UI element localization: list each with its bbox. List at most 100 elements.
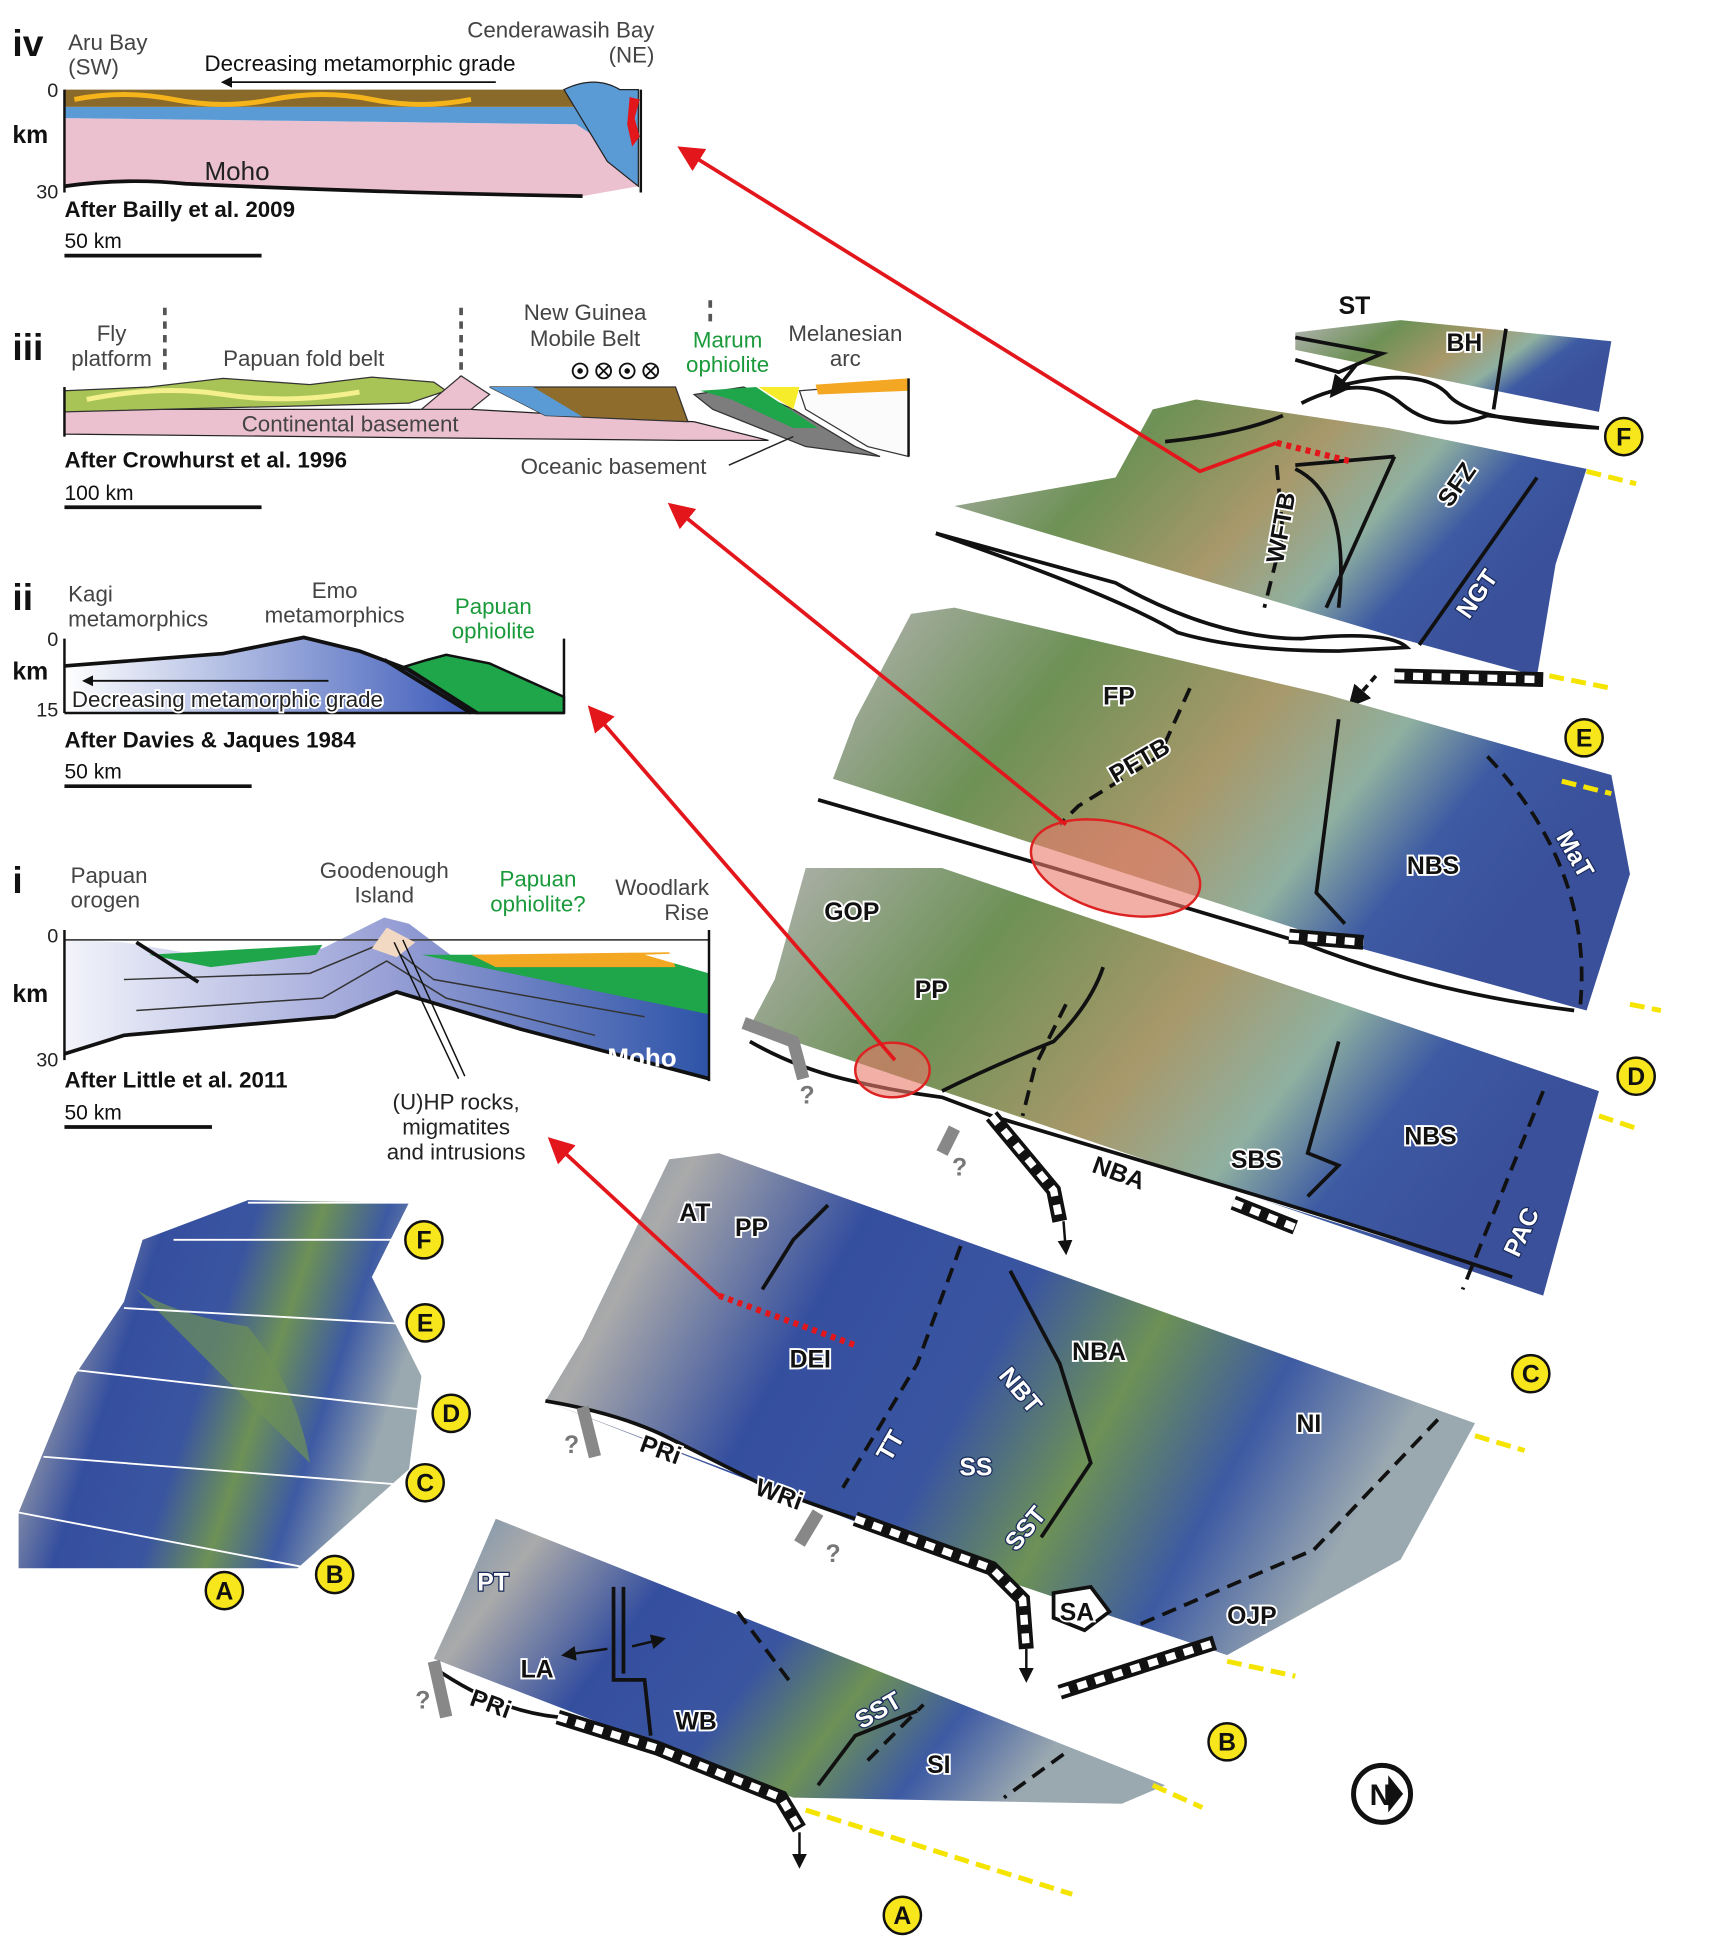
label-BH: BH (1447, 330, 1483, 357)
label-AT: AT (679, 1200, 710, 1227)
label-ST: ST (1339, 293, 1371, 320)
label-question: ? (415, 1687, 430, 1714)
subduction-teeth (556, 1713, 803, 1831)
basal-thrust (383, 658, 472, 715)
label-marum: Marum (693, 327, 762, 352)
metamorphic-body (64, 637, 478, 714)
subduction-teeth (1288, 932, 1364, 947)
label-arc: arc (830, 346, 861, 371)
label-goodenough: Goodenough (320, 858, 449, 883)
wftb-front (1262, 464, 1285, 609)
pftb-front (1058, 687, 1192, 826)
plate-boundary-lower (935, 531, 1412, 653)
section-numeral: iii (12, 326, 43, 368)
label-kagi: Kagi (68, 581, 113, 606)
north-label: N (1370, 1779, 1391, 1812)
badge-text: D (442, 1401, 460, 1428)
depth-30: 30 (36, 182, 58, 204)
badge-text: C (1522, 1361, 1540, 1388)
map-terrain (749, 867, 1599, 1296)
inset-badge-D: D (431, 1393, 472, 1434)
moho-label: Moho (205, 156, 270, 186)
subduction-teeth (1394, 672, 1544, 684)
thrust-fault (1164, 413, 1284, 444)
inset-badge-B: B (314, 1554, 355, 1595)
plate-boundary-lower (748, 1039, 1513, 1279)
profile-extension (1226, 1433, 1526, 1679)
map-strip-A: PT LA PRi WB SST SI ? (413, 1518, 1204, 1897)
label-uhp-rocks: (U)HP rocks, (393, 1090, 520, 1115)
map-strip-C: AT PP DEI NBA NBT NI TT SS SST PRi WRi S… (545, 1153, 1526, 1700)
strike-slip-fault (1314, 719, 1347, 926)
intrusion (627, 97, 640, 147)
label-papuan: Papuan (500, 867, 577, 892)
thrust-fault (941, 966, 1105, 1093)
label-ophiolite: ophiolite (686, 352, 769, 377)
badge-text: D (1627, 1064, 1645, 1091)
label-LA: LA (521, 1656, 554, 1683)
badge-text: A (215, 1578, 233, 1605)
label-metamorphics: metamorphics (68, 606, 208, 631)
label-aru-bay: Aru Bay (68, 30, 148, 55)
inactive-trench (794, 1509, 824, 1547)
label-FP: FP (1103, 683, 1135, 710)
badge-text: B (1218, 1730, 1236, 1757)
label-rise: Rise (664, 900, 709, 925)
label-WB: WB (676, 1708, 717, 1735)
link-arrow-iv (677, 146, 1278, 474)
spreading-arrow (561, 1646, 608, 1661)
dashed-boundary (736, 1610, 925, 1762)
label-question: ? (952, 1154, 967, 1181)
label-question: ? (826, 1541, 841, 1568)
map-terrain (545, 1153, 1476, 1656)
north-arrow: N (1351, 1762, 1414, 1825)
badge-text: E (417, 1311, 434, 1338)
label-metamorphics: metamorphics (265, 603, 405, 628)
moho-line (63, 989, 710, 1081)
scale-label: 50 km (64, 1102, 121, 1125)
label-melanesian: Melanesian (788, 321, 902, 346)
label-SA: SA (1060, 1599, 1095, 1626)
motion-arrow (1057, 1221, 1073, 1256)
label-ne: (NE) (609, 42, 655, 67)
inset-profile-lines (18, 1201, 434, 1570)
map-terrain (433, 1518, 1166, 1804)
surface-line (64, 635, 479, 715)
uhp-rocks (371, 927, 416, 958)
badge-B: B (1207, 1722, 1247, 1762)
badge-text: C (416, 1470, 434, 1497)
arc-sediment (758, 387, 800, 410)
section-numeral: ii (12, 576, 33, 618)
sediment-cover (471, 952, 676, 968)
source-label: After Crowhurst et al. 1996 (64, 448, 347, 473)
transform-fault (1305, 1041, 1342, 1198)
blue-layer (64, 106, 595, 137)
label-island: Island (354, 883, 414, 908)
label-NBA: NBA (1072, 1339, 1126, 1366)
inset-badge-F: F (404, 1220, 444, 1260)
depth-0: 0 (47, 629, 58, 651)
label-sw: (SW) (68, 55, 119, 80)
badge-text: A (893, 1903, 911, 1930)
label-ophiolite-q: ophiolite? (490, 891, 585, 916)
mat-trench (1486, 755, 1584, 1005)
profile-trace (1275, 439, 1352, 465)
normal-fault (135, 940, 200, 984)
label-continental-basement: Continental basement (242, 412, 460, 437)
depth-0: 0 (47, 925, 58, 947)
highlight-ellipse (1029, 818, 1202, 918)
arc-cover (815, 378, 909, 395)
profile-badges: F E D C B A (882, 416, 1656, 1936)
label-mobile-belt: Mobile Belt (530, 326, 641, 351)
inset-badge-A: A (204, 1570, 245, 1611)
profile-trace (717, 1292, 857, 1349)
label-papuan: Papuan (455, 594, 532, 619)
label-SS: SS (959, 1454, 992, 1481)
sst-trench (816, 1709, 918, 1787)
inset-badge-C: C (405, 1462, 445, 1503)
label-ophiolite: ophiolite (452, 619, 535, 644)
badge-E: E (1564, 717, 1604, 758)
label-migmatites: migmatites (402, 1114, 510, 1139)
uplift-wedge (563, 81, 639, 188)
label-papuan: Papuan (71, 863, 148, 888)
